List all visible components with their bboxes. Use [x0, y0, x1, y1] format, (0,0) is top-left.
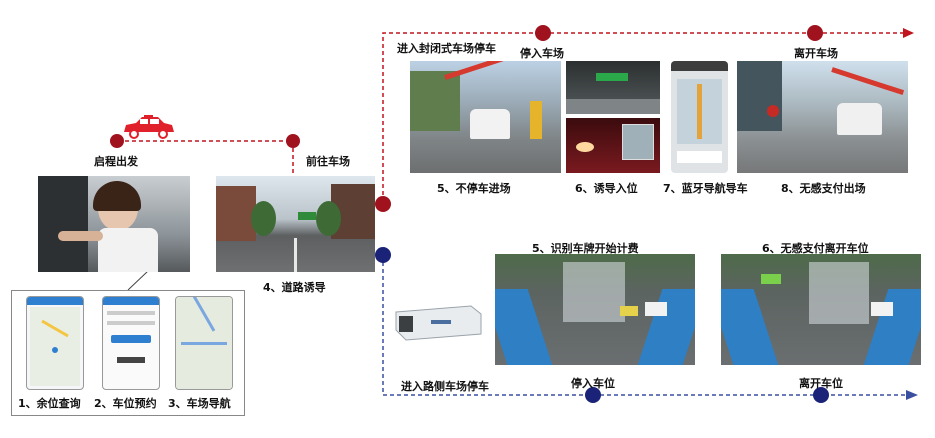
- label-app1: 1、余位查询: [18, 397, 81, 410]
- photo-gate-exit: [737, 61, 908, 173]
- node-enter-lot: [535, 25, 551, 41]
- label-step6-street: 6、无感支付离开车位: [762, 242, 869, 255]
- label-app3: 3、车场导航: [168, 397, 231, 410]
- label-start: 启程出发: [94, 155, 138, 168]
- node-leave-space: [813, 387, 829, 403]
- label-step8-closed: 8、无感支付出场: [781, 182, 866, 195]
- photo-driver: [38, 176, 190, 272]
- label-enter-lot: 停入车场: [520, 47, 564, 60]
- photo-street-lpr: [495, 254, 695, 365]
- photo-guidance-inset: [566, 118, 660, 173]
- photo-road: [216, 176, 375, 272]
- app-screen-3: [175, 296, 233, 390]
- app-screen-1: [26, 296, 84, 390]
- connector-line: [127, 270, 149, 291]
- label-step6-closed: 6、诱导入位: [575, 182, 638, 195]
- lpr-camera-icon: [395, 305, 482, 341]
- label-to-lot: 前往车场: [306, 155, 350, 168]
- label-step7-closed: 7、蓝牙导航导车: [663, 182, 748, 195]
- node-enter-space: [585, 387, 601, 403]
- route-closed-arrowhead: [903, 28, 914, 38]
- label-enter-space: 停入车位: [571, 377, 615, 390]
- app-screens-box: 1、余位查询 2、车位预约 3、车场导航: [11, 290, 245, 416]
- label-closed-lot: 进入封闭式车场停车: [397, 42, 496, 55]
- route-closed-lot: [382, 32, 905, 202]
- photo-bluetooth-nav: [671, 61, 728, 173]
- label-road-guide: 4、道路诱导: [263, 281, 326, 294]
- photo-street-exit: [721, 254, 921, 365]
- route-street: [382, 255, 908, 396]
- node-branch-blue: [375, 247, 391, 263]
- taxi-car-icon: [124, 115, 174, 139]
- label-leave-lot: 离开车场: [794, 47, 838, 60]
- node-to-lot: [286, 134, 300, 148]
- label-step5-street: 5、识别车牌开始计费: [532, 242, 639, 255]
- label-app2: 2、车位预约: [94, 397, 157, 410]
- photo-garage-sign: [566, 61, 660, 114]
- label-step5-closed: 5、不停车进场: [437, 182, 511, 195]
- route-street-arrowhead: [906, 390, 918, 400]
- app-screen-2: [102, 296, 160, 390]
- node-leave-lot: [807, 25, 823, 41]
- label-leave-space: 离开车位: [799, 377, 843, 390]
- node-start: [110, 134, 124, 148]
- photo-gate-entry: [410, 61, 561, 173]
- label-street-parking: 进入路侧车场停车: [401, 380, 489, 393]
- node-branch-red: [375, 196, 391, 212]
